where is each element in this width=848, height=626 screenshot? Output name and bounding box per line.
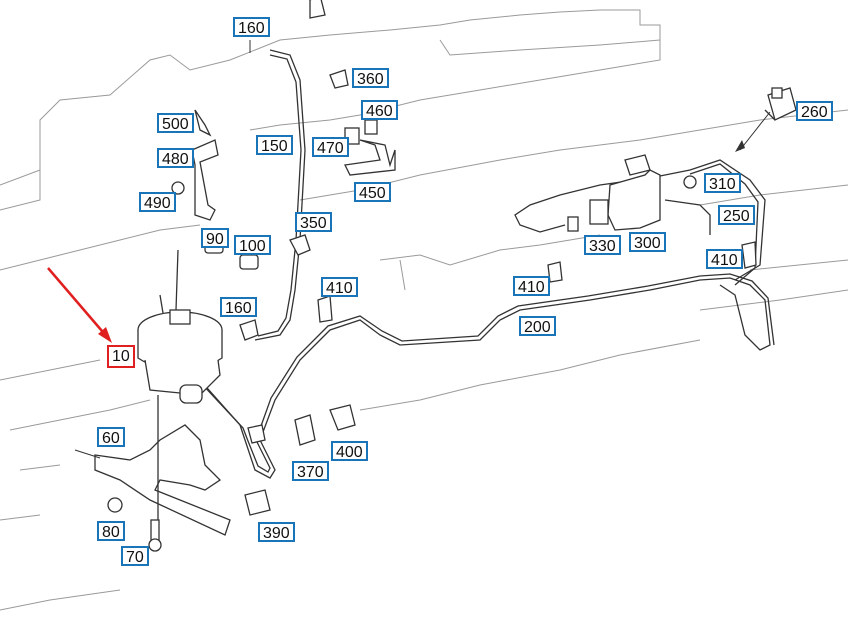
pointer-arrow-260	[735, 140, 745, 152]
bracket-part-300	[567, 154, 697, 232]
clips-and-fittings	[204, 0, 757, 516]
callout-360[interactable]: 360	[352, 68, 389, 88]
callout-460[interactable]: 460	[361, 100, 398, 120]
callout-370[interactable]: 370	[292, 461, 329, 481]
callout-500[interactable]: 500	[157, 113, 194, 133]
bracket-part-450	[344, 119, 396, 176]
callout-410-center[interactable]: 410	[321, 277, 358, 297]
callout-390[interactable]: 390	[258, 522, 295, 542]
master-cylinder-part-10	[137, 249, 223, 404]
callout-10-selected[interactable]: 10	[107, 345, 135, 368]
callout-490[interactable]: 490	[139, 192, 176, 212]
callout-410-right[interactable]: 410	[706, 249, 743, 269]
callout-450[interactable]: 450	[354, 182, 391, 202]
leader-lines	[74, 40, 771, 459]
switch-part-260	[764, 87, 797, 121]
callout-410-mid[interactable]: 410	[513, 276, 550, 296]
callout-90[interactable]: 90	[201, 228, 229, 248]
callout-160-top[interactable]: 160	[233, 17, 270, 37]
callout-310[interactable]: 310	[704, 173, 741, 193]
callout-350[interactable]: 350	[295, 212, 332, 232]
callout-400[interactable]: 400	[331, 441, 368, 461]
callout-70[interactable]: 70	[121, 546, 149, 566]
background-body-outline	[0, 9, 848, 611]
callout-200[interactable]: 200	[519, 316, 556, 336]
callout-470[interactable]: 470	[312, 137, 349, 157]
callout-80[interactable]: 80	[97, 521, 125, 541]
callout-100[interactable]: 100	[234, 235, 271, 255]
callout-330[interactable]: 330	[584, 235, 621, 255]
callout-300[interactable]: 300	[629, 232, 666, 252]
callout-60[interactable]: 60	[97, 427, 125, 447]
brake-lines	[199, 49, 775, 479]
callout-250[interactable]: 250	[718, 205, 755, 225]
callout-150[interactable]: 150	[256, 135, 293, 155]
callout-260[interactable]: 260	[796, 101, 833, 121]
callout-480[interactable]: 480	[157, 148, 194, 168]
bracket-part-480	[171, 109, 219, 221]
callout-160-mid[interactable]: 160	[220, 297, 257, 317]
selection-arrow	[47, 267, 112, 343]
bracket-part-60	[94, 395, 231, 552]
